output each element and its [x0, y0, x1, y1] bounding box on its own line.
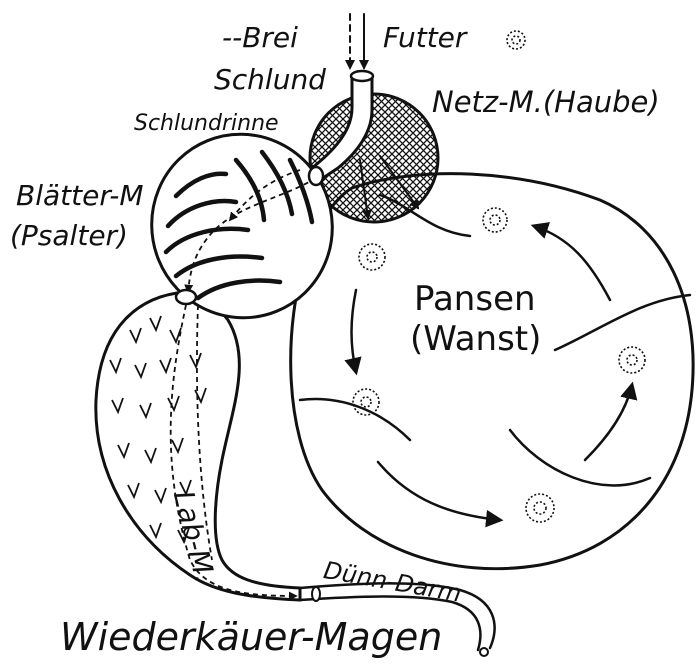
label-netz: Netz-M.(Haube): [432, 88, 660, 117]
food-bolus-icon: [359, 244, 385, 270]
pansen-inner-line: [300, 399, 410, 440]
label-schlund: Schlund: [214, 66, 326, 94]
psalter-lab-valve: [176, 290, 196, 304]
label-blaetter: Blätter-M: [16, 182, 144, 210]
pansen-flow-arrow: [534, 226, 610, 300]
label-futter: Futter: [383, 24, 466, 52]
pansen-outline: [291, 174, 693, 569]
food-bolus-icon: [619, 347, 645, 373]
pansen-inner-line: [510, 430, 650, 485]
pylorus: [312, 587, 320, 601]
food-bolus-icon: [526, 494, 554, 522]
diagram-title: Wiederkäuer-Magen: [60, 618, 442, 656]
food-bolus-icon: [507, 31, 525, 49]
food-bolus-icon: [483, 208, 507, 232]
pansen-inner-line: [555, 295, 690, 350]
label-psalter: (Psalter): [10, 222, 128, 250]
pansen-flow-arrow: [378, 462, 500, 520]
darm-end: [480, 648, 488, 656]
label-wanst: (Wanst): [410, 322, 541, 356]
pansen-flow-arrow: [585, 385, 632, 460]
label-schlundrinne: Schlundrinne: [134, 113, 279, 135]
label-brei: --Brei: [222, 24, 298, 52]
label-pansen: Pansen: [414, 282, 536, 316]
schlundrinne-opening: [309, 167, 323, 185]
pansen-flow-arrow: [352, 290, 357, 372]
schlund-opening: [351, 71, 373, 81]
